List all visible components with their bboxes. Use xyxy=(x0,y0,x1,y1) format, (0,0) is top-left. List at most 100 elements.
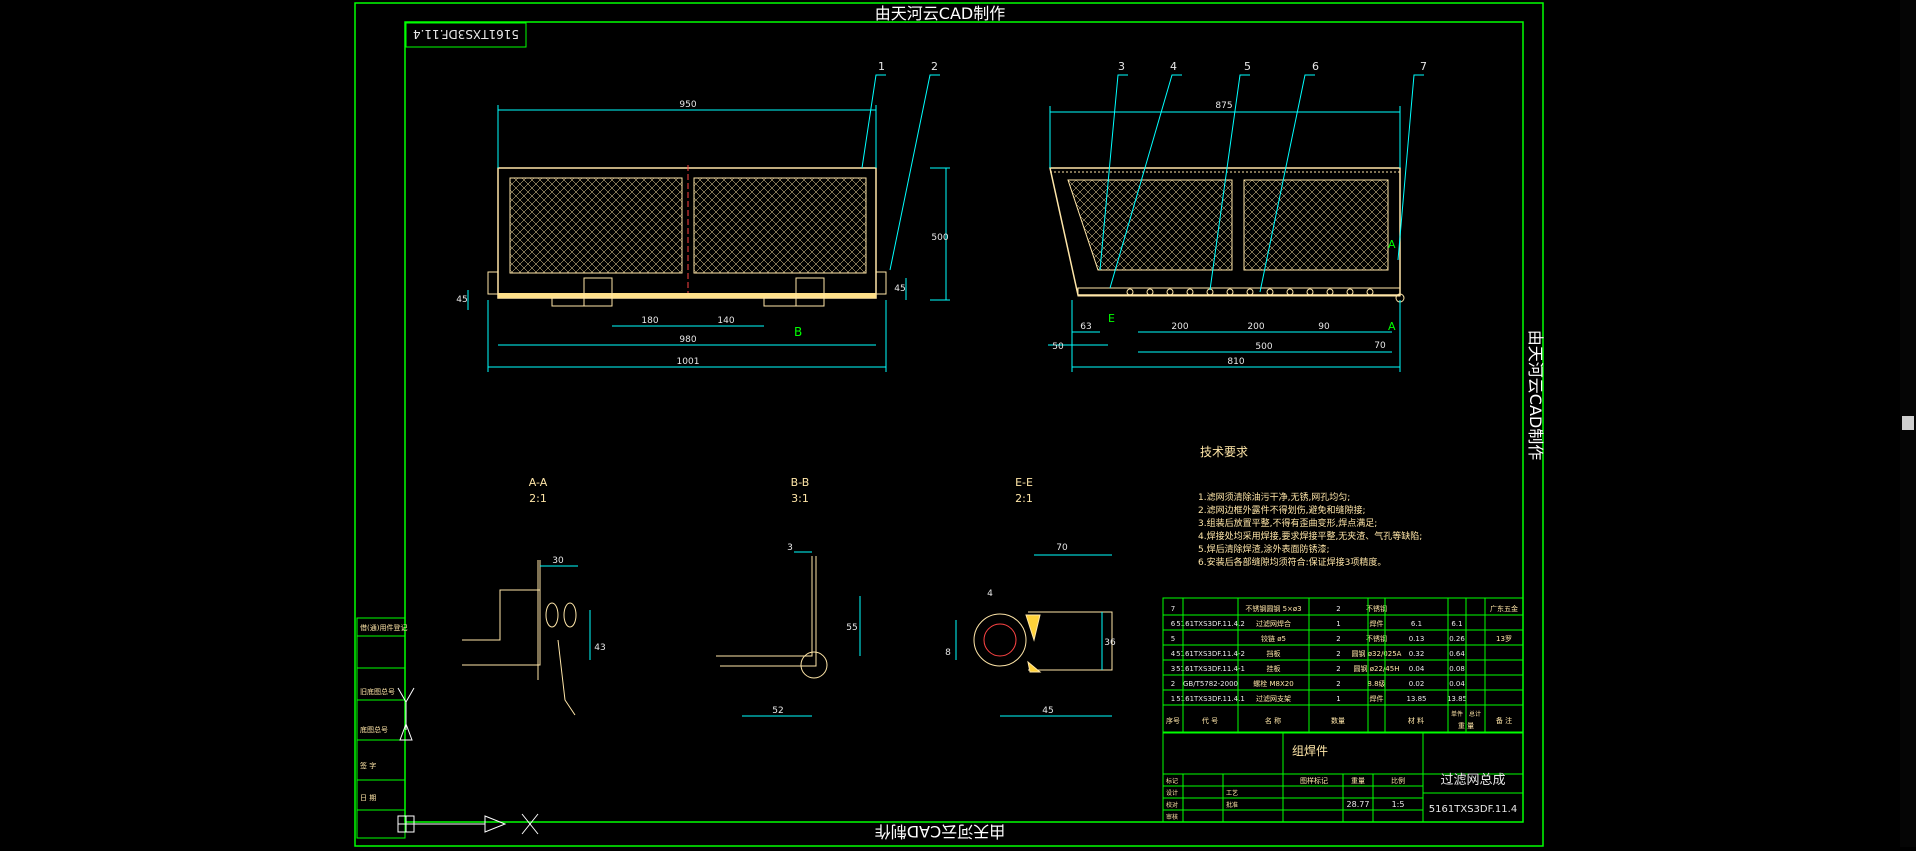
bom-header-total: 总计 xyxy=(1469,710,1481,718)
bom-cell-seq: 3 xyxy=(1171,665,1175,673)
bom-cell-seq: 7 xyxy=(1171,605,1175,613)
section-bb-dims xyxy=(742,551,861,717)
bom-cell-code: 5161TXS3DF.11.4.1 xyxy=(1176,695,1245,703)
svg-text:4: 4 xyxy=(987,589,993,599)
svg-text:3.组装后放置平整,不得有歪曲变形,焊点满足;: 3.组装后放置平整,不得有歪曲变形,焊点满足; xyxy=(1198,517,1377,529)
svg-text:2:1: 2:1 xyxy=(1015,492,1033,505)
outer-border xyxy=(354,2,1544,847)
svg-text:810: 810 xyxy=(1227,357,1244,367)
svg-text:3:1: 3:1 xyxy=(791,492,809,505)
section-bb xyxy=(716,556,828,679)
bom-cell-name: 铰链 ø5 xyxy=(1261,634,1286,643)
svg-text:8: 8 xyxy=(945,648,951,658)
svg-text:借(通)用件登记: 借(通)用件登记 xyxy=(360,623,407,632)
watermark-top: 由天河云CAD制作 xyxy=(875,4,1005,23)
bom-cell-code: GB/T5782-2000 xyxy=(1183,680,1238,688)
svg-text:1: 1 xyxy=(878,60,885,73)
bom-cell-name: 挡板 xyxy=(1267,649,1281,658)
bom-cell-code: 5161TXS3DF.11.4-2 xyxy=(1176,650,1245,658)
bom-cell-mat: 8.8级 xyxy=(1367,679,1385,688)
title-small-rows: 标记 设计 校对 审核 工艺 批准 xyxy=(1166,777,1238,821)
view-label-e: E xyxy=(1108,312,1115,325)
weld-assembly-label: 组焊件 xyxy=(1292,743,1328,758)
section-ee-dim-text: 70 36 45 8 4 xyxy=(945,543,1116,716)
bom-cell-unit: 6.1 xyxy=(1411,620,1422,628)
bom-cell-seq: 5 xyxy=(1171,635,1175,643)
section-aa-dim-text: 30 43 xyxy=(552,556,605,653)
svg-text:标记: 标记 xyxy=(1166,777,1178,785)
scrollbar-thumb[interactable] xyxy=(1902,416,1914,430)
bom-cell-mat: 焊件 xyxy=(1370,619,1384,628)
bom-cell-name: 挂板 xyxy=(1267,664,1281,673)
bom-cell-note: 广东五金 xyxy=(1490,604,1518,613)
title-block-weight: 28.77 xyxy=(1347,800,1370,809)
section-labels: A-A 2:1 B-B 3:1 E-E 2:1 xyxy=(529,476,1033,505)
svg-text:30: 30 xyxy=(552,556,564,566)
leader-lines xyxy=(861,74,1424,293)
bom-cell-unit: 0.13 xyxy=(1409,635,1425,643)
drawing-number-flipped: 5161TXS3DF.11.4 xyxy=(413,27,519,41)
svg-text:45: 45 xyxy=(894,284,905,294)
svg-text:工艺: 工艺 xyxy=(1226,789,1238,797)
section-bb-dim-text: 3 55 52 xyxy=(772,543,857,716)
bom-cell-note: 13罗 xyxy=(1496,635,1512,643)
watermark-bottom: 由天河云CAD制作 xyxy=(875,822,1005,841)
svg-text:45: 45 xyxy=(1042,706,1053,716)
bom-cell-unit: 0.02 xyxy=(1409,680,1425,688)
svg-text:日 期: 日 期 xyxy=(360,794,376,802)
svg-text:4.焊接处均采用焊接,要求焊接平整,无夹渣、气孔等缺陷;: 4.焊接处均采用焊接,要求焊接平整,无夹渣、气孔等缺陷; xyxy=(1198,530,1422,542)
svg-text:审核: 审核 xyxy=(1166,813,1178,821)
bom-cell-qty: 2 xyxy=(1336,680,1340,688)
svg-text:3: 3 xyxy=(787,543,793,553)
svg-text:批准: 批准 xyxy=(1226,801,1238,809)
left-stamp-labels: 借(通)用件登记 旧底图总号 底图总号 签 字 日 期 xyxy=(360,623,407,802)
bom-header-name: 名 称 xyxy=(1265,716,1281,725)
inner-border xyxy=(404,21,1524,823)
svg-text:5.焊后清除焊渣,涂外表面防锈漆;: 5.焊后清除焊渣,涂外表面防锈漆; xyxy=(1198,543,1329,555)
bom-header-code: 代 号 xyxy=(1202,716,1218,725)
title-block-grid xyxy=(1163,731,1523,822)
section-ee-dims xyxy=(955,554,1112,717)
vertical-scrollbar[interactable] xyxy=(1900,0,1916,847)
svg-text:2:1: 2:1 xyxy=(529,492,547,505)
svg-text:校对: 校对 xyxy=(1166,801,1178,809)
bom-cell-name: 螺栓 M8X20 xyxy=(1253,679,1293,688)
bom-cell-unit: 13.85 xyxy=(1406,695,1426,703)
bom-header-qty: 数量 xyxy=(1331,716,1345,725)
svg-text:5: 5 xyxy=(1244,60,1251,73)
title-block-name: 过滤网总成 xyxy=(1440,773,1505,788)
svg-text:1001: 1001 xyxy=(677,357,700,367)
svg-text:E-E: E-E xyxy=(1015,476,1033,489)
bom-cell-qty: 2 xyxy=(1336,605,1340,613)
left-symbols xyxy=(397,687,539,835)
bom-cell-name: 过滤网支架 xyxy=(1256,694,1291,703)
svg-text:2.滤网边框外露件不得划伤,避免和缝隙接;: 2.滤网边框外露件不得划伤,避免和缝隙接; xyxy=(1198,504,1365,516)
view-label-a-top: A xyxy=(1388,238,1396,251)
bom-cell-seq: 2 xyxy=(1171,680,1175,688)
svg-text:6: 6 xyxy=(1312,60,1319,73)
bom-header-mat: 材 料 xyxy=(1408,716,1424,725)
section-aa-dims xyxy=(540,565,591,660)
bom-cell-mat: 不锈钢 xyxy=(1366,604,1387,613)
bom-cell-name: 不锈钢圆钢 5×ø3 xyxy=(1245,604,1301,613)
bom-cell-code: 5161TXS3DF.11.4.2 xyxy=(1176,620,1245,628)
bom-cell-mat: 圆钢 ø22/45H xyxy=(1354,664,1400,673)
view-label-a-bottom: A xyxy=(1388,320,1396,333)
svg-text:签 字: 签 字 xyxy=(360,761,376,770)
svg-text:52: 52 xyxy=(772,706,783,716)
svg-text:B-B: B-B xyxy=(791,476,810,489)
bom-cell-qty: 1 xyxy=(1336,620,1340,628)
svg-text:底图总号: 底图总号 xyxy=(360,725,388,734)
bom-cell-total: 0.64 xyxy=(1449,650,1465,658)
side-dimensions xyxy=(1048,106,1401,372)
bom-header-note: 备 注 xyxy=(1496,716,1512,725)
bom-cell-mat: 焊件 xyxy=(1370,694,1384,703)
svg-text:500: 500 xyxy=(1255,342,1272,352)
svg-text:70: 70 xyxy=(1056,543,1068,553)
title-weight-label: 重量 xyxy=(1351,777,1365,785)
svg-text:2: 2 xyxy=(931,60,938,73)
bom-cell-unit: 0.32 xyxy=(1409,650,1425,658)
svg-text:4: 4 xyxy=(1170,60,1177,73)
